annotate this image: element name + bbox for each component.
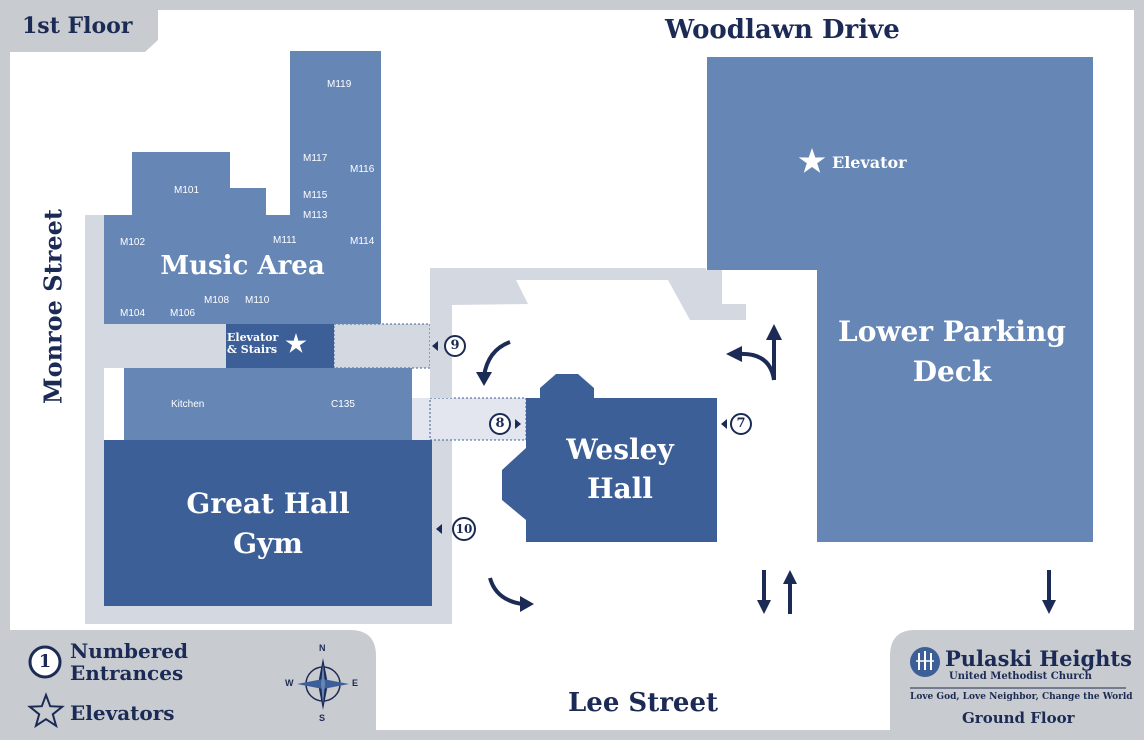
arrow-head-icon: [476, 372, 492, 386]
wesley-hall-label: Wesley Hall: [560, 430, 680, 508]
room-m102: M102: [120, 237, 146, 248]
church-logo-icon: [910, 647, 940, 677]
legend-badge-icon: [28, 645, 62, 679]
logo-panel: [890, 630, 1134, 730]
street-lee-street: Lee Street: [568, 688, 718, 718]
parking-elevator-label: Elevator: [832, 153, 907, 172]
compass-west: W: [285, 678, 294, 688]
room-m106: M106: [170, 308, 196, 319]
elevator-stairs-line2: & Stairs: [227, 343, 278, 356]
connector-corridor: [334, 324, 430, 368]
legend-numbered-line1: Numbered: [70, 639, 188, 663]
church-name: Pulaski Heights: [945, 646, 1132, 671]
room-m104: M104: [120, 308, 146, 319]
compass-east: E: [352, 678, 359, 688]
room-m116: M116: [350, 164, 375, 175]
star-icon: [798, 148, 826, 173]
legend-panel: [10, 630, 376, 730]
floor-label: Ground Floor: [962, 709, 1075, 727]
elevator-stairs-block: [226, 324, 334, 368]
wesley-hall-label-line2: Hall: [587, 472, 653, 505]
music-area-label: Music Area: [160, 251, 325, 281]
north-courtyard: [430, 268, 746, 398]
room-m117: M117: [303, 153, 328, 164]
entrance-7-marker: [721, 413, 752, 435]
compass-north: N: [319, 643, 326, 653]
great-hall-building: [104, 440, 432, 606]
music-area-building: [104, 51, 381, 324]
church-subtitle: United Methodist Church: [949, 671, 1092, 682]
kitchen-building: [124, 368, 412, 440]
arrow-head-icon: [726, 346, 742, 362]
two-way-arrow-icon: [762, 570, 792, 614]
star-icon: [285, 333, 307, 353]
arrow-head-icon: [783, 570, 797, 584]
arrow-head-icon: [766, 324, 782, 340]
legend-numbered-line2: Entrances: [70, 661, 184, 685]
arrow-head-icon: [1042, 600, 1056, 614]
legend-elevators: Elevators: [70, 701, 175, 725]
floor-tag: 1st Floor: [22, 13, 133, 39]
entrance-9-marker: [432, 335, 466, 357]
great-hall-label: Great Hall Gym: [168, 484, 368, 564]
elevator-stairs-label: Elevator & Stairs: [227, 332, 278, 356]
arrow-head-icon: [520, 596, 534, 612]
entrance-7-number: 7: [736, 416, 746, 431]
street-woodlawn-drive: Woodlawn Drive: [665, 15, 900, 45]
compass-south: S: [319, 713, 326, 723]
parking-deck-label-line1: Lower Parking: [838, 315, 1066, 348]
entrance-9-number: 9: [450, 338, 460, 353]
great-hall-label-line2: Gym: [233, 527, 303, 560]
room-m111: M111: [273, 235, 297, 246]
room-c135: C135: [331, 399, 355, 410]
entrance-8-marker: [489, 413, 521, 435]
legend-badge-number: 1: [38, 651, 52, 672]
room-m119: M119: [327, 79, 352, 90]
room-kitchen: Kitchen: [171, 399, 205, 410]
room-m113: M113: [303, 210, 328, 221]
room-m110: M110: [245, 295, 270, 306]
church-tagline: Love God, Love Neighbor, Change the Worl…: [910, 692, 1133, 702]
room-m101: M101: [174, 185, 200, 196]
arrow-head-icon: [757, 600, 771, 614]
parking-deck-building: [707, 57, 1093, 542]
entrance-8-number: 8: [495, 416, 505, 431]
entrance-10-number: 10: [455, 522, 473, 536]
entrance-10-marker: [436, 517, 476, 541]
room-m108: M108: [204, 295, 230, 306]
curved-arrow-icon: [488, 577, 523, 606]
room-m115: M115: [303, 190, 328, 201]
north-corridor: [104, 324, 226, 368]
street-monroe-street: Monroe Street: [38, 209, 68, 404]
room-m114: M114: [350, 236, 375, 247]
turn-arrow-icon: [737, 336, 776, 381]
elevator-stairs-line1: Elevator: [227, 331, 279, 344]
compass-rose-icon: [297, 658, 349, 710]
great-hall-label-line1: Great Hall: [186, 487, 350, 520]
star-icon: [27, 692, 65, 729]
curved-arrow-icon: [482, 340, 511, 377]
parking-deck-label-line2: Deck: [912, 355, 992, 388]
legend-numbered-entrances: Numbered Entrances: [70, 640, 188, 684]
wesley-hall-label-line1: Wesley: [566, 433, 674, 466]
parking-deck-label: Lower Parking Deck: [832, 312, 1072, 392]
wesley-hall-building: [502, 374, 717, 542]
